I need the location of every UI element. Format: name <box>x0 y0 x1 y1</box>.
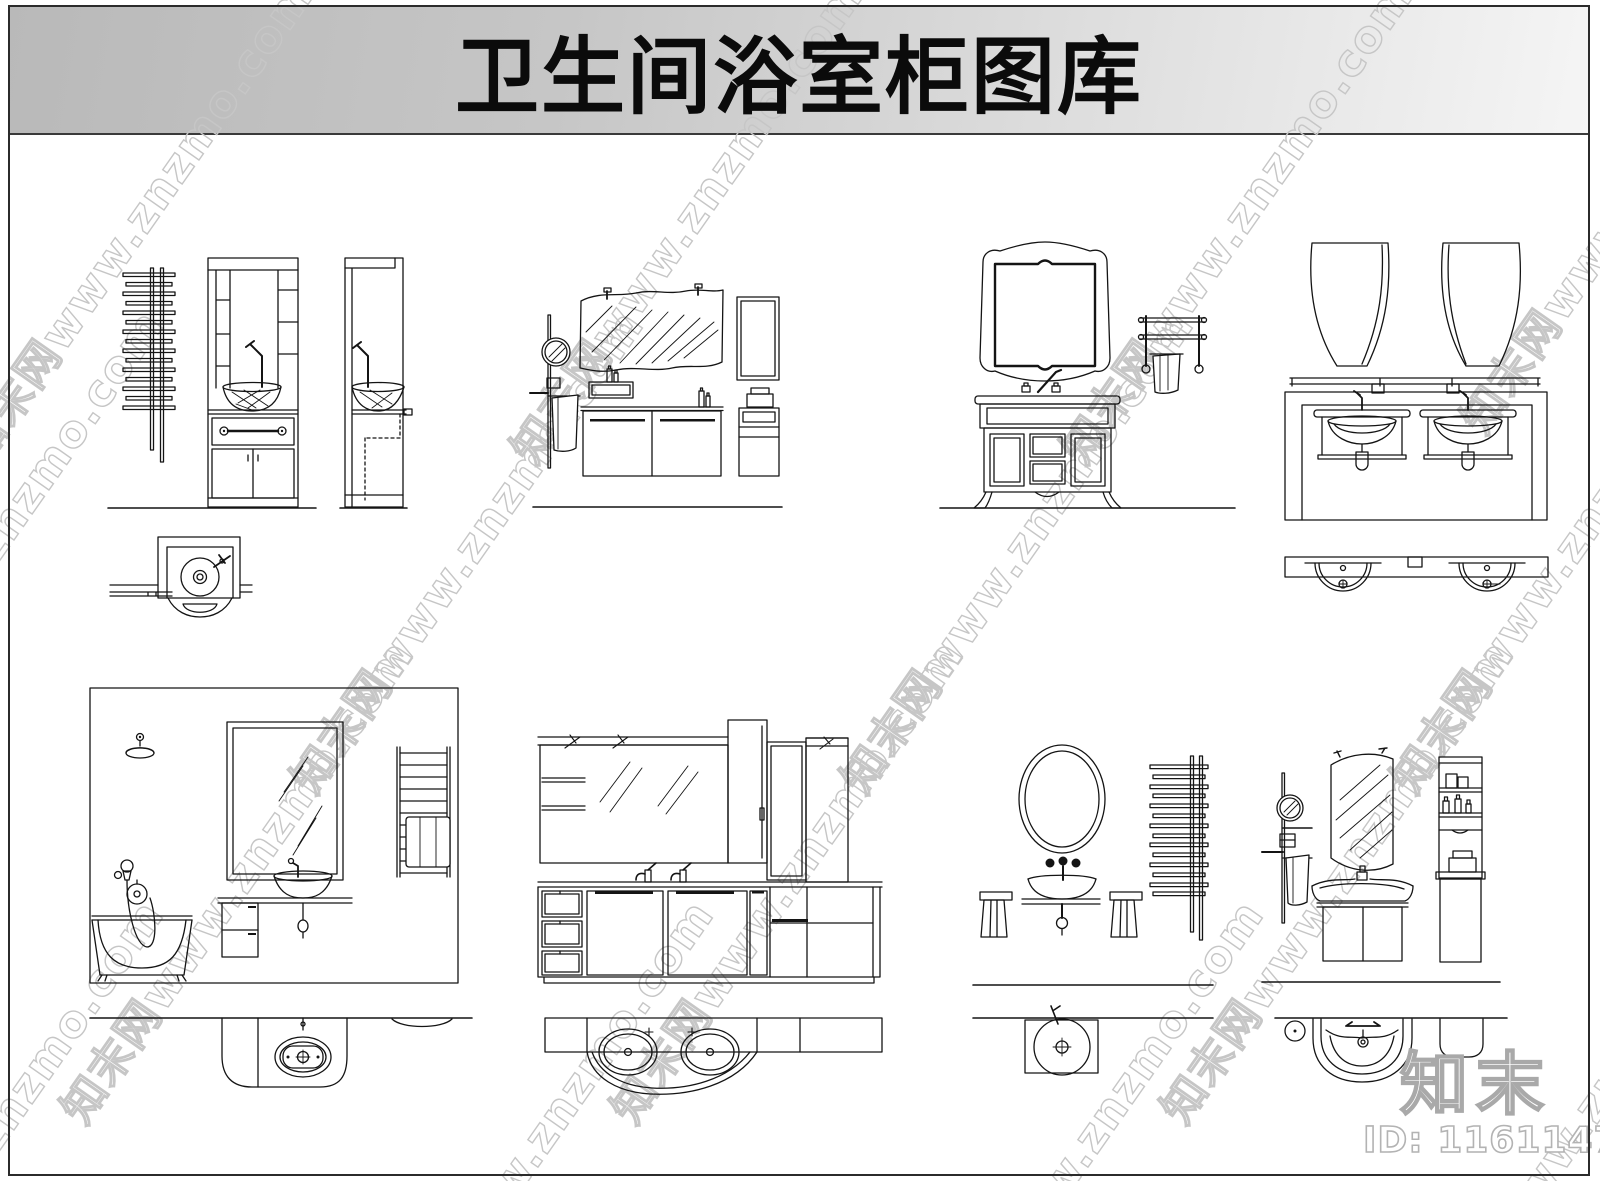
curved-mirror-icon <box>1330 747 1394 871</box>
counter-vanity-icon <box>217 857 353 958</box>
towel-icon <box>1285 854 1310 906</box>
page-title: 卫生间浴室柜图库 <box>454 27 1143 126</box>
base-cabinets-icon <box>537 886 881 984</box>
shower-head-icon <box>125 732 155 759</box>
trough-basin-icon <box>588 365 634 399</box>
figure-wall-hung-vanity <box>529 283 783 508</box>
figure-double-console <box>1284 242 1549 592</box>
towel-icon <box>1152 353 1181 394</box>
figure-mirror-wall-unit <box>537 719 883 1095</box>
vase-mirror-right-icon <box>1441 242 1522 367</box>
vase-mirror-left-icon <box>1310 242 1390 367</box>
ground-line <box>972 984 1214 1019</box>
vanity-front-view <box>207 257 299 508</box>
bathtub-icon <box>91 915 193 982</box>
round-basin-plan-view <box>1024 1005 1099 1076</box>
classic-vanity-cabinet-icon <box>973 395 1122 509</box>
wall-cabinet-icon <box>580 387 724 477</box>
site-logo: 知末 <box>1400 1046 1552 1125</box>
wall-mirror-icon <box>226 721 344 881</box>
oval-mirror-icon <box>1018 744 1106 854</box>
asset-id-label: ID: 1161147080 <box>1363 1120 1600 1161</box>
figure-pedestal-glass-basin <box>972 744 1214 1076</box>
towel-radiator-icon <box>122 267 176 463</box>
glass-basin-icon <box>1021 874 1101 936</box>
vanity-plan-view <box>109 536 253 618</box>
console-basin-left-icon <box>1313 390 1411 471</box>
large-mirror-icon <box>539 744 729 864</box>
tall-mirror-icon <box>736 296 780 381</box>
towel-radiator-icon <box>1149 755 1209 941</box>
vanity-plan-view <box>221 1017 453 1088</box>
title-banner <box>8 5 1590 135</box>
magnifying-mirror-icon <box>1276 794 1304 822</box>
figure-curved-mirror-vanity <box>1261 747 1508 1083</box>
figure-vessel-sink-tall-vanity <box>107 257 413 618</box>
figure-classic-vanity <box>939 241 1236 509</box>
wall-faucet-icon <box>1045 856 1081 881</box>
watermark-text: 知末网www.znzmo.com <box>52 631 425 1133</box>
towel-ladder-icon <box>396 746 451 878</box>
double-basin-plan-view <box>1284 556 1549 592</box>
basin-vanity-icon <box>1311 865 1414 962</box>
wall-pole <box>1281 772 1286 924</box>
hand-shower-icon <box>113 859 156 948</box>
vanity-side-view <box>344 257 413 508</box>
tall-column-cabinet-icon <box>727 719 768 864</box>
wall-pole <box>547 314 552 469</box>
semicircle-basin-plan-view <box>1274 1017 1508 1083</box>
tall-shelf-cabinet-icon <box>1435 756 1486 963</box>
towel-shelf-icon <box>1137 315 1208 394</box>
towel-icon <box>551 394 579 452</box>
double-oval-basin-plan-view <box>544 1017 883 1095</box>
wall-rail-icon <box>1289 377 1541 394</box>
waste-bin-left-icon <box>979 891 1013 938</box>
side-cabinet-icon <box>738 387 780 477</box>
basin-faucet-icon <box>635 862 692 883</box>
figure-bathroom-elevation <box>89 687 473 1088</box>
magnifying-mirror-icon <box>541 337 571 367</box>
ornate-mirror-icon <box>979 241 1111 382</box>
console-frame-icon <box>1284 391 1548 521</box>
waste-bin-right-icon <box>1109 891 1143 938</box>
room-frame <box>89 687 459 984</box>
console-basin-right-icon <box>1419 390 1517 471</box>
classic-faucet-icon <box>1021 368 1063 394</box>
towel-icon <box>405 816 451 868</box>
